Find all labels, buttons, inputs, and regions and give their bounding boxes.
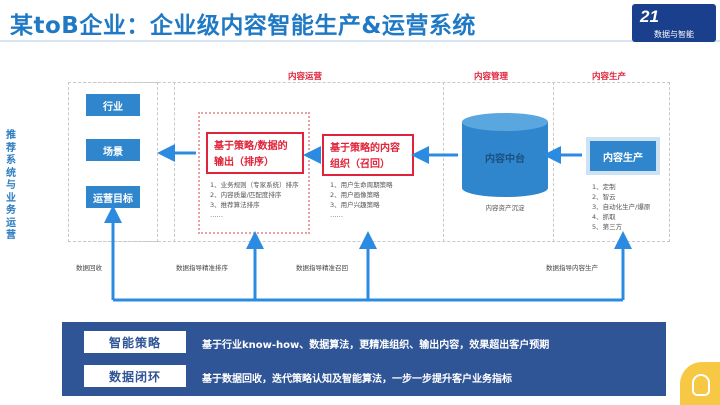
list-item: 3、用户兴趣策略 — [330, 201, 380, 209]
content-hub-label: 内容中台 — [485, 154, 525, 165]
list-item: 2、内容质量/匹配度排序 — [210, 191, 282, 199]
list-item: 3、自动化生产/爆原 — [592, 203, 651, 211]
title-divider — [0, 40, 720, 42]
logo-subtitle: 数据与智能 — [654, 30, 694, 39]
corner-avatar — [680, 362, 720, 405]
list-item: 3、推荐算法排序 — [210, 201, 260, 209]
list-item: 1、业务规则（专家系统）排序 — [210, 181, 299, 189]
tag-smart-strategy: 智能策略 — [84, 331, 186, 353]
section-label-mgmt: 内容管理 — [474, 72, 509, 82]
avatar-face-icon — [692, 374, 710, 396]
side-label: 推荐系统与业务运营 — [6, 130, 16, 241]
content-hub-cylinder — [462, 113, 548, 197]
list-item: …… — [210, 211, 223, 219]
ops-section-border — [174, 82, 444, 242]
summary-band: 智能策略 基于行业know-how、数据算法，更精准组织、输出内容，效果超出客户… — [62, 322, 666, 396]
summary-text-strategy: 基于行业know-how、数据算法，更精准组织、输出内容，效果超出客户预期 — [202, 340, 550, 351]
box-scenario: 场景 — [86, 139, 140, 161]
list-item: …… — [330, 211, 343, 219]
summary-text-loop: 基于数据回收，迭代策略认知及智能算法，一步一步提升客户业务指标 — [202, 374, 512, 385]
list-item: 1、定制 — [592, 183, 616, 191]
box-industry: 行业 — [86, 94, 140, 116]
strategy-output-list: 1、业务规则（专家系统）排序 2、内容质量/匹配度排序 3、推荐算法排序 …… — [210, 180, 299, 220]
list-item: 2、用户画像策略 — [330, 191, 380, 199]
section-label-ops: 内容运营 — [288, 72, 323, 82]
flow-label-ranking: 数据指导精准排序 — [176, 264, 228, 272]
production-list: 1、定制 2、智云 3、自动化生产/爆原 4、抓取 5、第三方 — [592, 182, 650, 232]
logo-mark: 21 — [640, 7, 659, 26]
brand-logo: 21 数据与智能 — [632, 4, 716, 42]
content-hub-caption: 内容资产沉淀 — [485, 204, 525, 212]
flow-label-recall: 数据指导精准召回 — [296, 264, 348, 272]
list-item: 2、智云 — [592, 193, 616, 201]
box-ops-goal: 运营目标 — [86, 186, 140, 208]
strategy-org-list: 1、用户生命周期策略 2、用户画像策略 3、用户兴趣策略 …… — [330, 180, 393, 220]
tag-data-loop: 数据闭环 — [84, 365, 186, 387]
flow-label-data-recovery: 数据回收 — [76, 264, 102, 272]
content-production-box: 内容生产 — [586, 137, 660, 175]
list-item: 5、第三方 — [592, 223, 623, 231]
section-label-prod: 内容生产 — [592, 72, 627, 82]
list-item: 1、用户生命周期策略 — [330, 181, 393, 189]
flow-label-production: 数据指导内容生产 — [546, 264, 598, 272]
list-item: 4、抓取 — [592, 213, 616, 221]
page-title: 某toB企业：企业级内容智能生产&运营系统 — [10, 13, 476, 39]
